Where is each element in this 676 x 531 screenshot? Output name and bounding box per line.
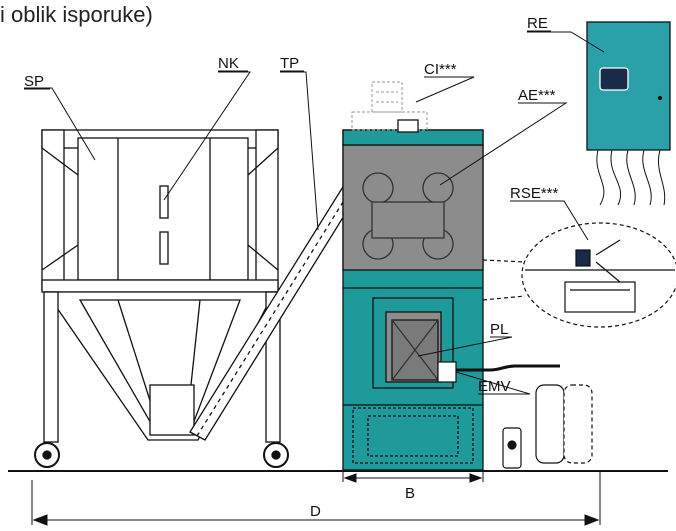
label-emv: EMV	[478, 378, 511, 395]
label-underlines	[24, 30, 564, 395]
valve-and-cylinders	[437, 361, 593, 469]
label-ci: CI***	[424, 61, 457, 78]
label-rse: RSE***	[510, 185, 559, 202]
level-sensor-slots	[159, 185, 169, 265]
label-b: B	[405, 485, 415, 502]
label-re: RE	[527, 15, 548, 32]
label-sp: SP	[24, 73, 44, 90]
dimension-lines	[31, 472, 601, 526]
storage-hopper	[34, 129, 289, 468]
control-box	[586, 21, 671, 206]
label-d: D	[310, 503, 321, 520]
label-nk: NK	[218, 55, 239, 72]
rse-detail	[482, 222, 676, 328]
caption-text: i oblik isporuke)	[0, 2, 153, 27]
ci-fan	[351, 81, 428, 131]
leader-lines	[24, 31, 605, 395]
boiler-body	[342, 129, 484, 471]
label-tp: TP	[280, 55, 299, 72]
flue-outlet	[397, 119, 419, 133]
label-pl: PL	[490, 321, 508, 338]
label-ae: AE***	[518, 87, 556, 104]
